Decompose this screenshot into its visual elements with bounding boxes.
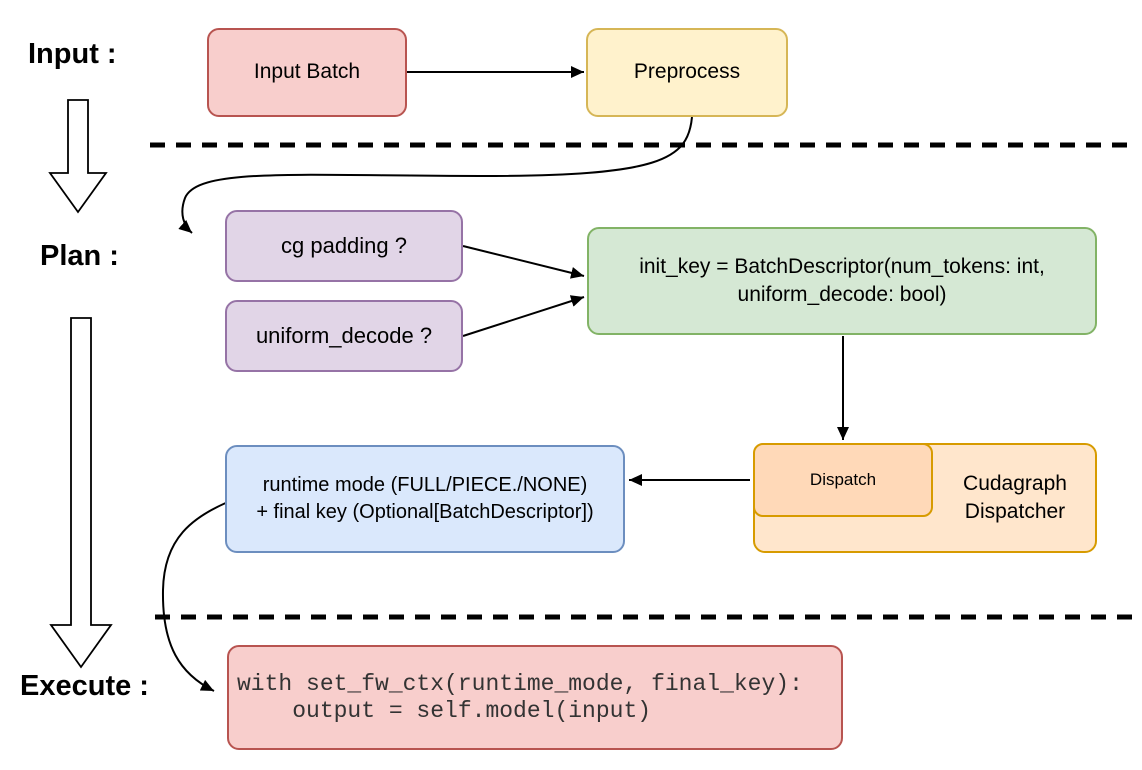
stage-label-execute: Execute : <box>20 670 149 702</box>
node-preprocess: Preprocess <box>586 28 788 117</box>
node-runtime-mode-line1: runtime mode (FULL/PIECE./NONE) <box>262 474 588 496</box>
arrow-cgpadding-to-initkey <box>462 245 585 279</box>
node-uniform-decode-label: uniform_decode ? <box>255 323 433 349</box>
node-runtime-mode: runtime mode (FULL/PIECE./NONE) + final … <box>225 445 625 553</box>
node-init-key-line2: uniform_decode: bool) <box>737 283 947 306</box>
node-dispatch-label: Dispatch <box>809 469 877 489</box>
arrow-uniformdecode-to-initkey <box>462 295 585 337</box>
stage-label-plan: Plan : <box>40 240 119 272</box>
down-arrow-plan-to-execute-icon <box>49 317 113 669</box>
node-init-key: init_key = BatchDescriptor(num_tokens: i… <box>587 227 1097 335</box>
node-execute-code: with set_fw_ctx(runtime_mode, final_key)… <box>227 645 843 750</box>
arrow-runtimemode-to-executecode <box>161 497 239 692</box>
node-uniform-decode: uniform_decode ? <box>225 300 463 372</box>
arrow-preprocess-to-cgpadding <box>178 116 693 234</box>
node-cg-padding: cg padding ? <box>225 210 463 282</box>
down-arrow-input-to-plan-icon <box>48 99 108 214</box>
execute-code-line1: with set_fw_ctx(runtime_mode, final_key)… <box>237 670 803 697</box>
node-runtime-mode-line2: + final key (Optional[BatchDescriptor]) <box>256 501 594 523</box>
node-dispatch: Dispatch <box>753 443 933 517</box>
node-preprocess-label: Preprocess <box>633 60 741 84</box>
node-init-key-line1: init_key = BatchDescriptor(num_tokens: i… <box>639 254 1045 278</box>
node-input-batch: Input Batch <box>207 28 407 117</box>
node-input-batch-label: Input Batch <box>253 60 361 84</box>
node-cudagraph-dispatcher-label: Cudagraph Dispatcher <box>963 471 1067 523</box>
execute-code-line2: output = self.model(input) <box>237 697 652 724</box>
node-cg-padding-label: cg padding ? <box>281 233 407 259</box>
stage-label-input: Input : <box>28 38 117 70</box>
